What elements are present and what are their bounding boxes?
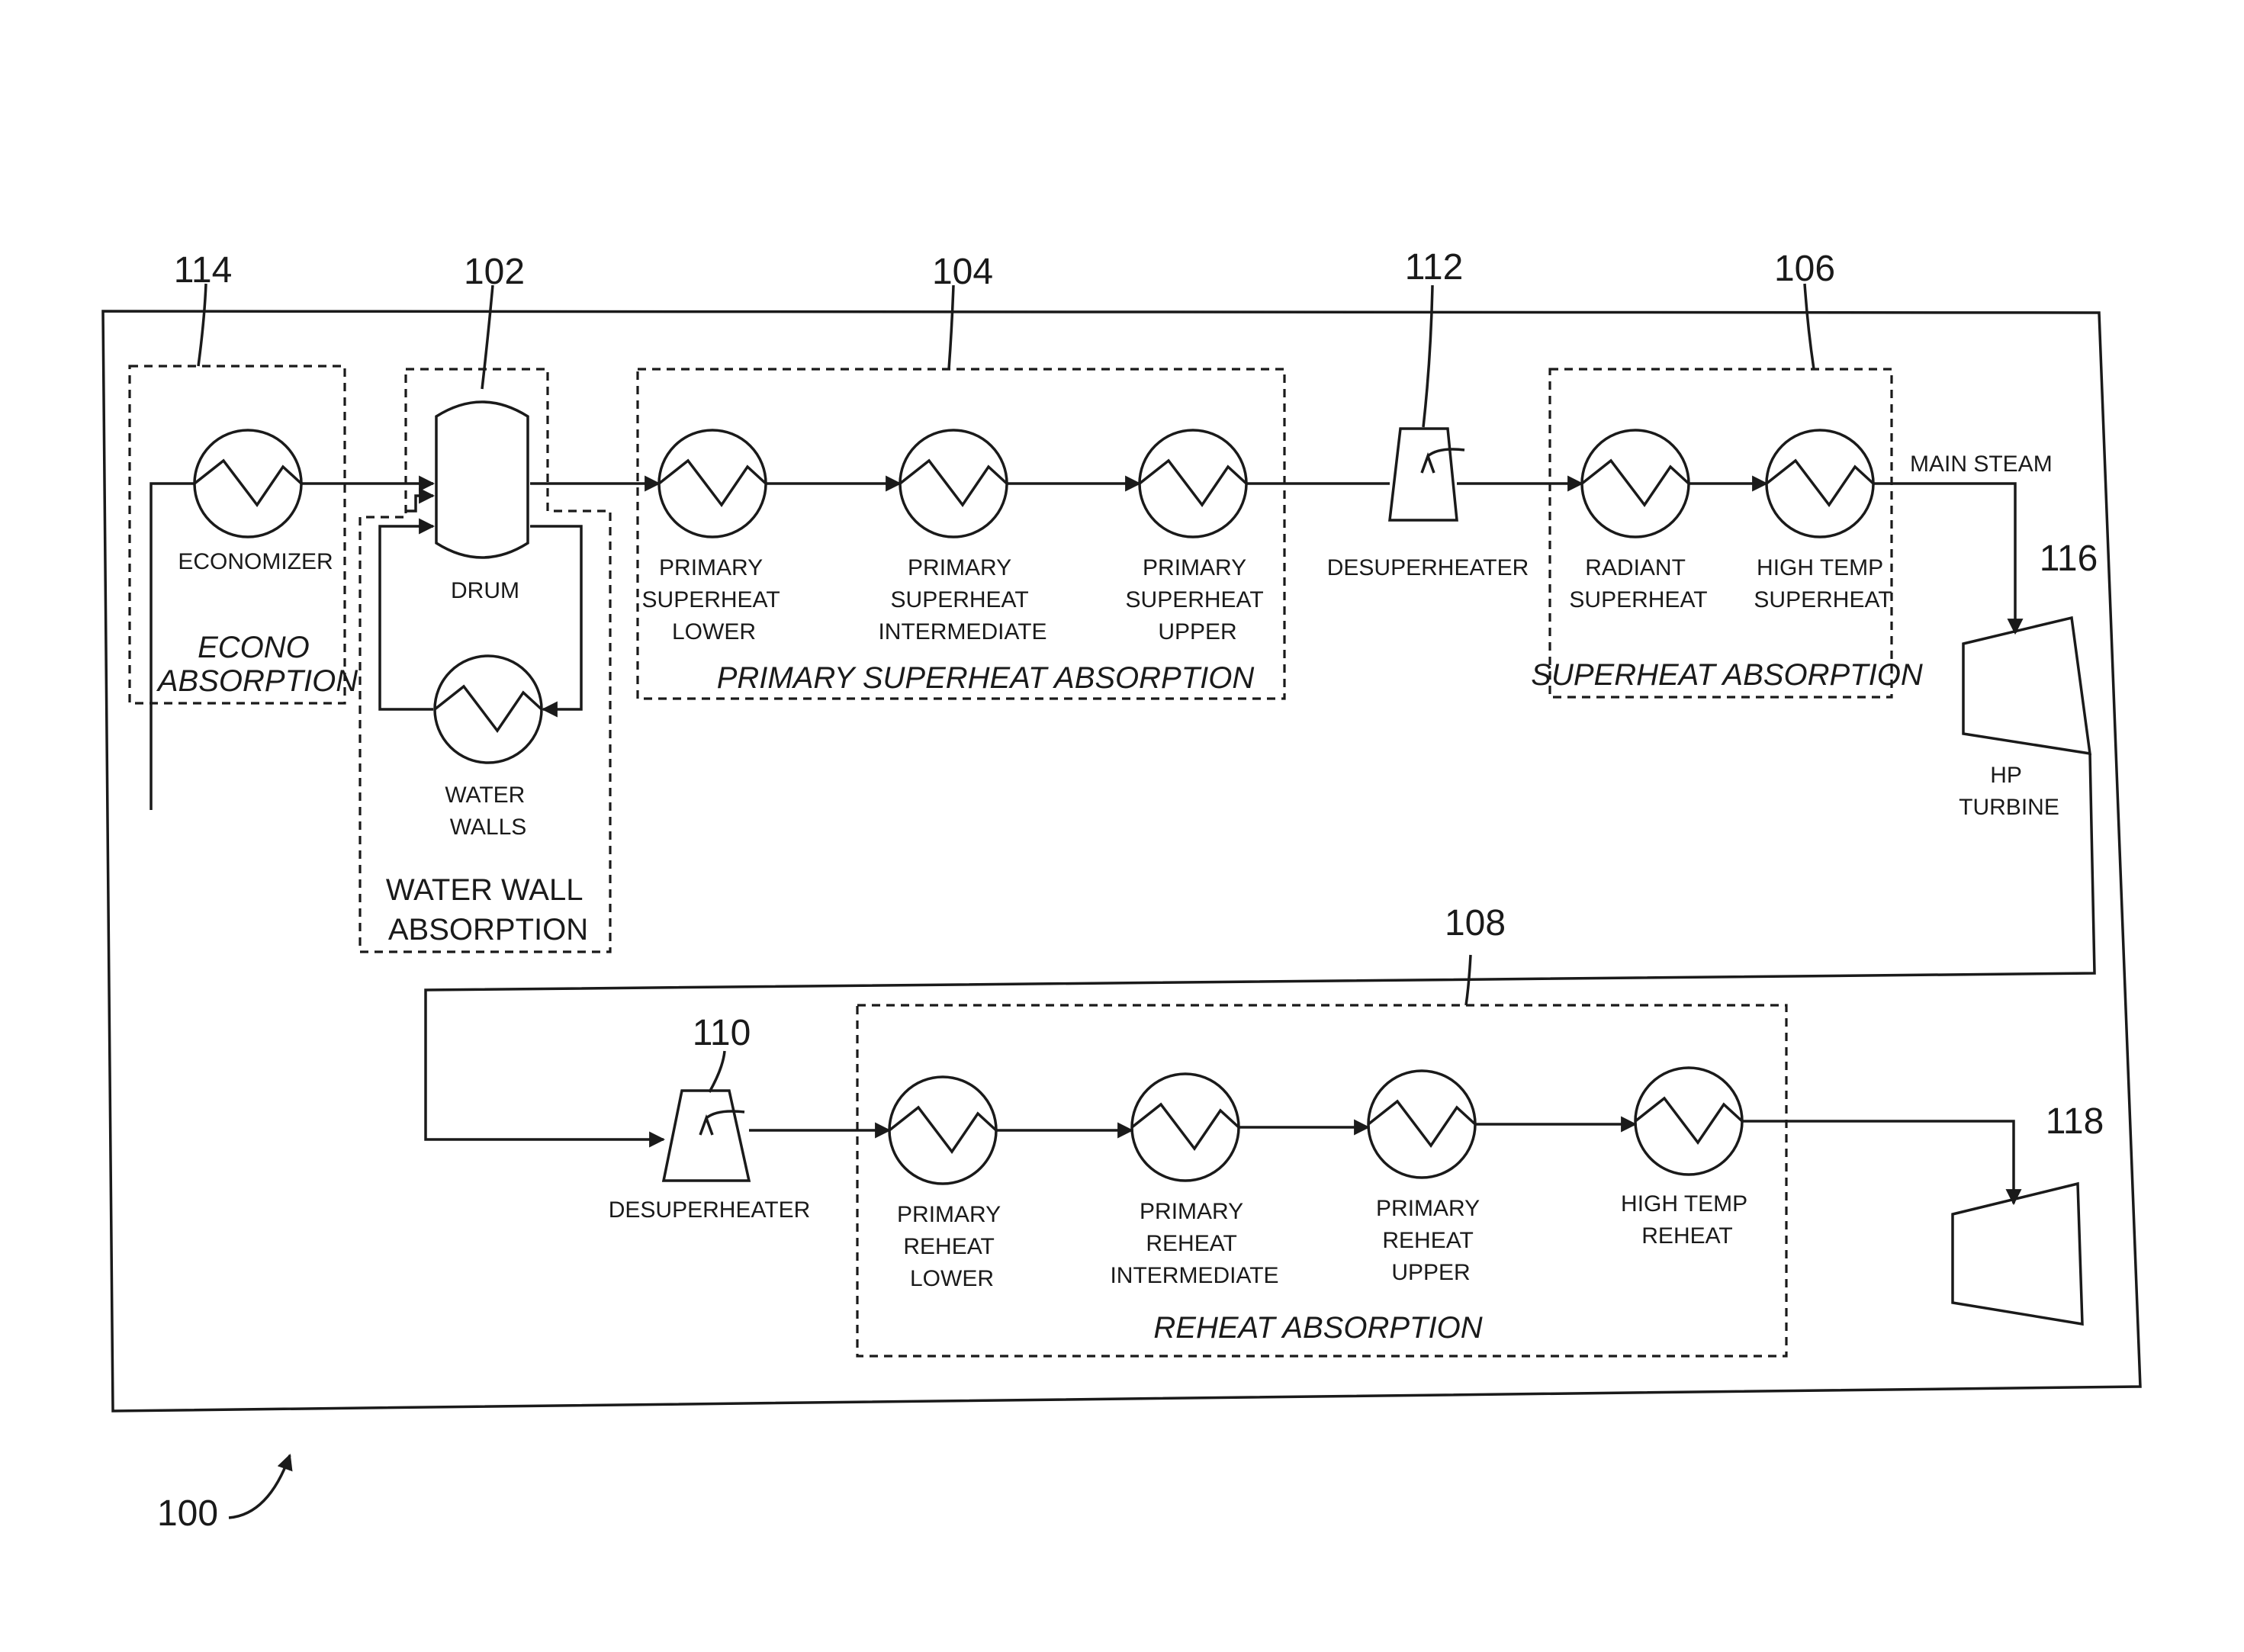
turbine-118 — [1953, 1184, 2082, 1324]
desuperheater-112 — [1390, 429, 1464, 520]
system-boundary — [103, 311, 2140, 1411]
primary-reheat-intermediate-coil — [1132, 1074, 1239, 1181]
ref-108: 108 — [1445, 903, 1506, 943]
econo-absorption-label: ECONO ABSORPTION — [156, 631, 358, 698]
ref-118: 118 — [2046, 1101, 2104, 1142]
high-temp-reheat-coil — [1635, 1068, 1742, 1175]
ref-112: 112 — [1405, 247, 1464, 288]
primary-superheat-lower-label: PRIMARY SUPERHEAT LOWER — [642, 555, 786, 644]
primary-reheat-upper-coil — [1368, 1071, 1475, 1178]
primary-superheat-upper-label: PRIMARY SUPERHEAT UPPER — [1126, 555, 1270, 644]
primary-superheat-absorption-label: PRIMARY SUPERHEAT ABSORPTION — [717, 661, 1255, 695]
water-walls-label: WATER WALLS — [445, 783, 531, 840]
desuperheater-110-label: DESUPERHEATER — [609, 1197, 811, 1223]
ref-100: 100 — [157, 1493, 218, 1534]
high-temp-superheat-coil — [1767, 430, 1873, 537]
reheat-absorption-label: REHEAT ABSORPTION — [1153, 1311, 1482, 1345]
primary-superheat-intermediate-coil — [900, 430, 1007, 537]
radiant-superheat-coil — [1582, 430, 1689, 537]
main-steam-label: MAIN STEAM — [1910, 452, 2053, 477]
ref-104: 104 — [932, 252, 993, 292]
ref-110: 110 — [693, 1013, 751, 1053]
water-wall-absorption-label: WATER WALL ABSORPTION — [386, 873, 590, 947]
economizer-coil — [195, 430, 301, 537]
high-temp-superheat-label: HIGH TEMP SUPERHEAT — [1754, 555, 1892, 612]
primary-superheat-upper-coil — [1140, 430, 1246, 537]
high-temp-reheat-label: HIGH TEMP REHEAT — [1621, 1191, 1754, 1249]
primary-reheat-upper-label: PRIMARY REHEAT UPPER — [1376, 1196, 1486, 1285]
primary-reheat-lower-label: PRIMARY REHEAT LOWER — [897, 1202, 1007, 1291]
primary-superheat-lower-coil — [659, 430, 766, 537]
primary-superheat-group-box — [638, 369, 1284, 699]
ref-106: 106 — [1774, 249, 1835, 289]
economizer-label: ECONOMIZER — [178, 549, 333, 574]
drum-label: DRUM — [451, 578, 519, 603]
drum — [436, 402, 528, 558]
ref-114: 114 — [174, 250, 233, 291]
water-walls-coil — [435, 656, 542, 763]
ref-116: 116 — [2040, 538, 2098, 579]
reheat-group-box — [857, 1005, 1786, 1356]
radiant-superheat-label: RADIANT SUPERHEAT — [1569, 555, 1707, 612]
primary-reheat-intermediate-label: PRIMARY REHEAT INTERMEDIATE — [1110, 1199, 1278, 1288]
hp-turbine-label: HP TURBINE — [1959, 763, 2059, 820]
hp-turbine — [1963, 618, 2090, 754]
primary-superheat-intermediate-label: PRIMARY SUPERHEAT INTERMEDIATE — [878, 555, 1046, 644]
primary-reheat-lower-coil — [889, 1077, 996, 1184]
desuperheater-110 — [664, 1091, 749, 1181]
ref-102: 102 — [464, 252, 525, 292]
superheat-absorption-label: SUPERHEAT ABSORPTION — [1531, 658, 1923, 692]
water-wall-group-box — [360, 369, 610, 952]
desuperheater-112-label: DESUPERHEATER — [1327, 555, 1529, 580]
